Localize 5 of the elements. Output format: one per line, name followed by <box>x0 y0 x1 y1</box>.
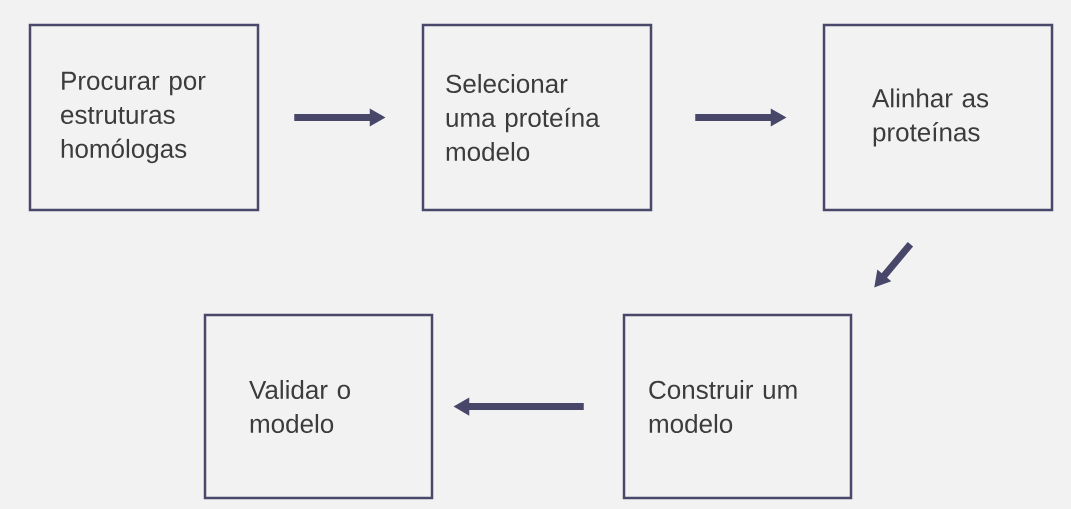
process-box: Alinhar as proteínas <box>822 23 1054 212</box>
process-box: Selecionar uma proteína modelo <box>421 23 653 212</box>
process-box: Construir um modelo <box>622 313 853 500</box>
process-box: Procurar por estruturas homólogas <box>28 23 260 212</box>
process-box: Validar o modelo <box>203 313 434 500</box>
